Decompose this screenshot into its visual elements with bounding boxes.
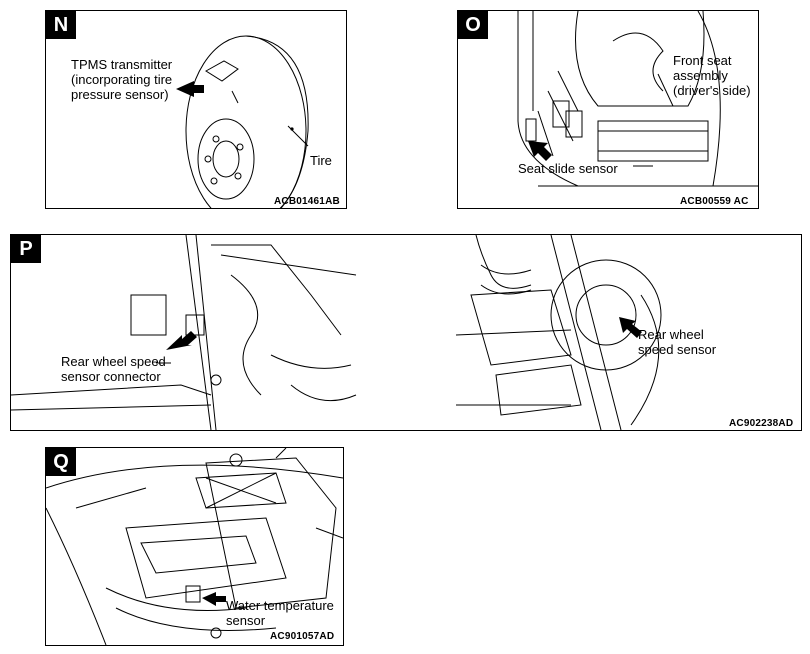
arrow-connector-icon (166, 331, 197, 350)
panel-n-code: ACB01461AB (274, 196, 340, 207)
panel-q: Q Water temperature sensor AC901057AD (45, 447, 344, 646)
rear-suspension-illustration (11, 235, 801, 430)
panel-q-letter: Q (46, 448, 76, 476)
arrow-tpms-icon (176, 81, 204, 97)
seat-illustration (458, 11, 758, 208)
panel-o: O Front seat assembly (driver's side) Se… (457, 10, 759, 209)
label-rear-wheel-speed-sensor: Rear wheel speed sensor (638, 327, 717, 357)
panel-n: N TPMS transmitter (incorporating tire p… (45, 10, 347, 209)
panel-p-code: AC902238AD (729, 418, 794, 429)
arrow-wheel-speed-icon (619, 317, 642, 338)
arrow-seat-slide-icon (528, 141, 552, 161)
label-tpms-transmitter: TPMS transmitter (incorporating tire pre… (71, 57, 173, 102)
panel-p: P (10, 234, 802, 431)
label-seat-slide-sensor: Seat slide sensor (518, 161, 618, 176)
panel-n-letter: N (46, 11, 76, 39)
engine-compartment-illustration (46, 448, 343, 645)
panel-p-letter: P (11, 235, 41, 263)
panel-q-code: AC901057AD (270, 631, 335, 642)
label-rear-wheel-speed-sensor-connector: Rear wheel speed sensor connector (61, 354, 166, 384)
label-tire: Tire (310, 153, 332, 168)
arrow-water-temp-icon (202, 592, 226, 606)
label-front-seat-assembly: Front seat assembly (driver's side) (673, 53, 751, 98)
panel-o-code: ACB00559 AC (680, 196, 749, 207)
panel-o-letter: O (458, 11, 488, 39)
label-water-temperature-sensor: Water temperature sensor (226, 598, 334, 628)
tire-illustration (176, 11, 346, 208)
